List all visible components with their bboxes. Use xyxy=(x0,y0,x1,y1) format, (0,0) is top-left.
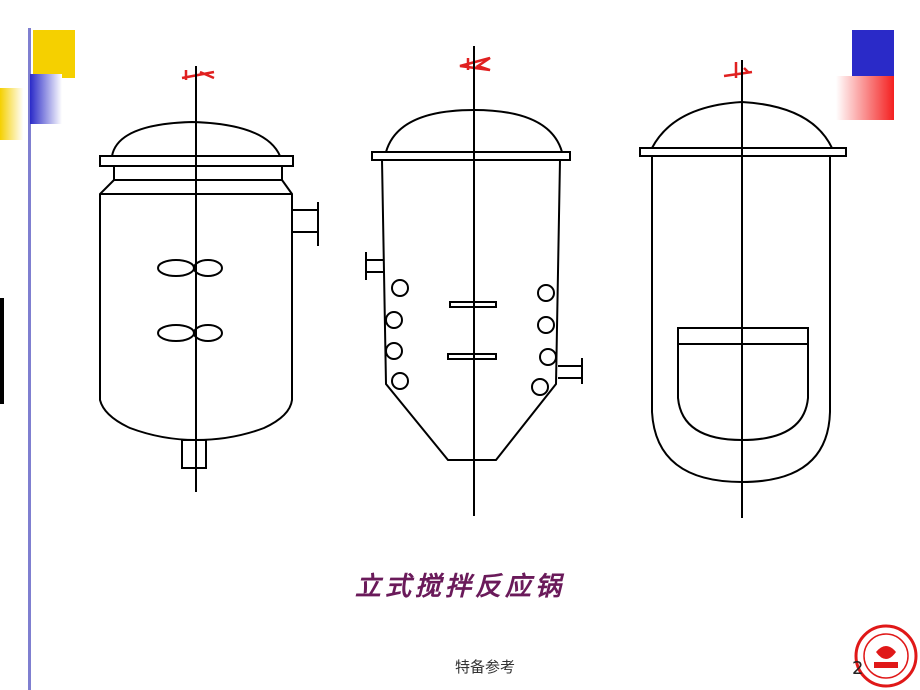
heating-coil xyxy=(385,279,557,396)
template-black-bar xyxy=(0,298,4,404)
vessel-jacket xyxy=(651,156,831,484)
template-blue-gradient xyxy=(30,74,62,124)
vessel-lid xyxy=(385,108,563,153)
university-seal-icon xyxy=(854,624,918,688)
vessel-body xyxy=(381,159,561,461)
agitator-blade xyxy=(447,353,497,360)
vessel-flange xyxy=(99,155,294,167)
drive-flag-icon xyxy=(459,56,491,72)
template-yellow-square xyxy=(33,30,75,78)
vessel-lid xyxy=(651,100,833,149)
drive-flag-icon xyxy=(181,70,215,80)
vessel-flange xyxy=(371,151,571,161)
vessel-jacketed-kettle xyxy=(639,60,847,518)
vessel-neck xyxy=(113,166,283,181)
page-number: 2 xyxy=(852,658,864,679)
agitator-blade xyxy=(449,301,497,308)
drive-flag-icon xyxy=(723,62,753,78)
template-red-gradient xyxy=(836,76,894,120)
vessel-coil-kettle xyxy=(365,46,583,516)
footer-note: 特备参考 xyxy=(454,658,515,676)
figure-caption: 立式搅拌反应锅 xyxy=(354,572,565,602)
template-yellow-gradient xyxy=(0,88,26,140)
paddle-lower xyxy=(157,324,223,342)
side-nozzle xyxy=(292,202,319,246)
vessel-lid xyxy=(111,120,281,157)
paddle-upper xyxy=(157,259,223,277)
vessel-flange xyxy=(639,147,847,157)
template-left-rule xyxy=(28,28,31,690)
bottom-outlet xyxy=(181,439,207,469)
side-nozzle xyxy=(365,252,384,280)
vessel-paddle-kettle xyxy=(99,66,319,492)
vessel-inner-bowl xyxy=(677,327,809,442)
side-nozzle xyxy=(558,358,583,384)
template-blue-square xyxy=(852,30,894,76)
